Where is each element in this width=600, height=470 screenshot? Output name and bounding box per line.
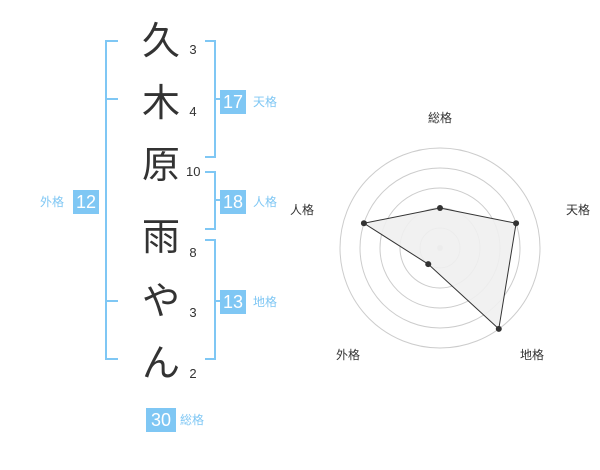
- radar-area: [362, 207, 517, 330]
- radar-axis-label-1: 総格: [428, 111, 453, 125]
- soukaku-value: 30: [146, 408, 176, 432]
- name-char-3: 原: [141, 143, 180, 187]
- radar-point-3: [495, 325, 502, 332]
- radar-point-2: [513, 220, 520, 227]
- name-char-1: 久: [141, 19, 180, 63]
- radar-axis-label-4: 外格: [336, 348, 361, 362]
- chikaku-value: 13: [220, 290, 246, 314]
- chikaku-bracket: [205, 239, 216, 360]
- radar-point-1: [437, 205, 443, 211]
- name-char-2: 木: [141, 81, 180, 125]
- soukaku-label: 総格: [180, 413, 205, 427]
- stroke-count-1: 3: [189, 42, 197, 57]
- radar-point-4: [425, 261, 432, 268]
- stroke-count-4: 8: [189, 245, 197, 260]
- radar-ring-5: [339, 147, 541, 349]
- stroke-count-5: 3: [189, 305, 197, 320]
- gaikaku-label: 外格: [40, 195, 65, 209]
- gaikaku-bracket: [105, 40, 118, 360]
- name-char-5: や: [141, 279, 180, 323]
- stroke-count-3: 10: [186, 164, 201, 179]
- chikaku-label: 地格: [253, 295, 278, 309]
- stroke-count-2: 4: [189, 104, 197, 119]
- radar-axis-label-5: 人格: [290, 203, 315, 217]
- jinkaku-value: 18: [220, 190, 246, 214]
- stroke-count-6: 2: [189, 366, 197, 381]
- jinkaku-label: 人格: [253, 195, 278, 209]
- radar-point-5: [360, 220, 367, 227]
- radar-axis-label-2: 天格: [566, 203, 591, 217]
- name-char-6: ん: [141, 341, 180, 385]
- name-char-4: 雨: [141, 215, 180, 259]
- radar-ring-4: [359, 167, 521, 329]
- gaikaku-value: 12: [73, 190, 99, 214]
- radar-axis-label-3: 地格: [520, 348, 545, 362]
- tenkaku-label: 天格: [253, 95, 278, 109]
- tenkaku-value: 17: [220, 90, 246, 114]
